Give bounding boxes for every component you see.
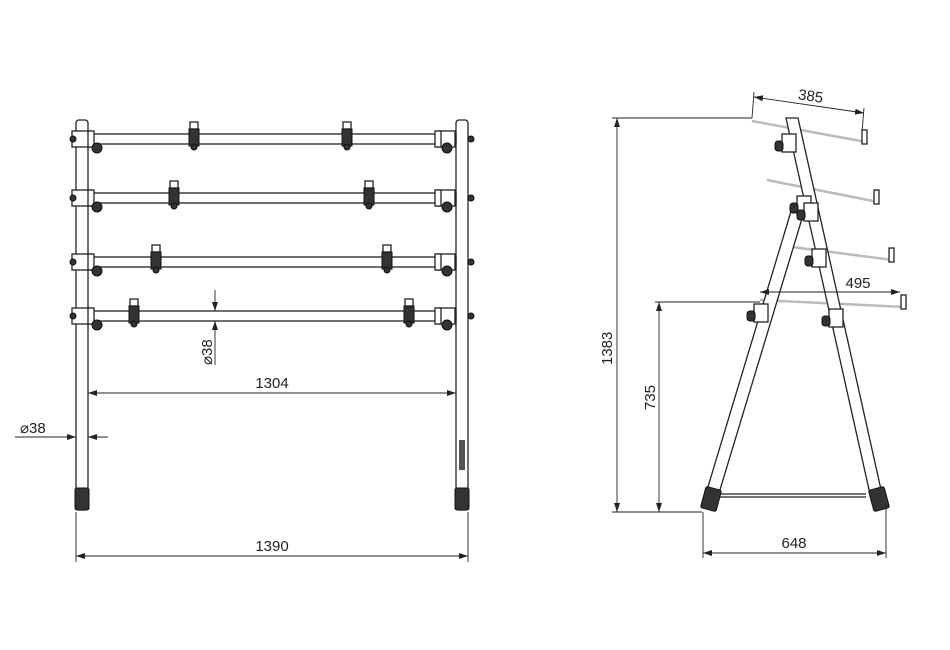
clamp <box>188 121 200 151</box>
dim-1383: 1383 <box>599 332 616 365</box>
clamp <box>341 121 353 151</box>
clamp <box>168 180 180 210</box>
side-tier-1 <box>751 119 868 145</box>
clamp <box>403 298 415 328</box>
dimension-post-diameter: ⌀38 <box>15 420 108 440</box>
side-tier-2 <box>766 178 880 205</box>
left-foot <box>74 487 90 511</box>
clamp-knob <box>821 308 844 328</box>
dimension-lower-tier-depth: 495 <box>760 275 900 295</box>
dimension-lower-tier-height: 735 <box>642 301 760 512</box>
clamp <box>363 180 375 210</box>
right-foot <box>454 487 470 511</box>
clamp-knob <box>796 202 819 222</box>
front-view: 1390 1304 ⌀38 ⌀38 <box>15 119 475 562</box>
side-view: 1383 735 648 385 495 <box>599 86 907 558</box>
dim-495: 495 <box>845 275 870 292</box>
dimension-bar-diameter: ⌀38 <box>199 290 218 365</box>
post-label-plate <box>459 440 465 470</box>
clamp <box>150 244 162 274</box>
clamp-knob <box>746 303 769 323</box>
dim-1390: 1390 <box>255 538 288 555</box>
tier-bar-2 <box>69 180 475 213</box>
dim-1304: 1304 <box>255 375 288 392</box>
clamp-knob <box>774 133 797 153</box>
dim-735: 735 <box>642 385 659 410</box>
front-leg <box>703 207 805 504</box>
dim-post-diameter: ⌀38 <box>20 420 46 437</box>
dimension-overall-width: 1390 <box>75 512 469 562</box>
dim-bar-diameter: ⌀38 <box>199 339 216 365</box>
clamp <box>381 244 393 274</box>
tier-bar-3 <box>69 244 475 277</box>
dim-648: 648 <box>781 535 806 552</box>
dimension-inner-width: 1304 <box>88 375 456 396</box>
clamp <box>128 298 140 328</box>
dimension-base-depth: 648 <box>702 505 887 558</box>
clamp-knob <box>804 248 827 268</box>
side-tier-3 <box>791 245 895 263</box>
rear-foot <box>868 486 890 512</box>
tier-bar-1 <box>69 121 475 154</box>
dimension-overall-height: 1383 <box>599 117 752 513</box>
dim-385: 385 <box>797 86 824 106</box>
tier-bar-4 <box>69 298 475 331</box>
dimension-top-tier-depth: 385 <box>751 86 865 133</box>
front-foot <box>700 486 722 512</box>
